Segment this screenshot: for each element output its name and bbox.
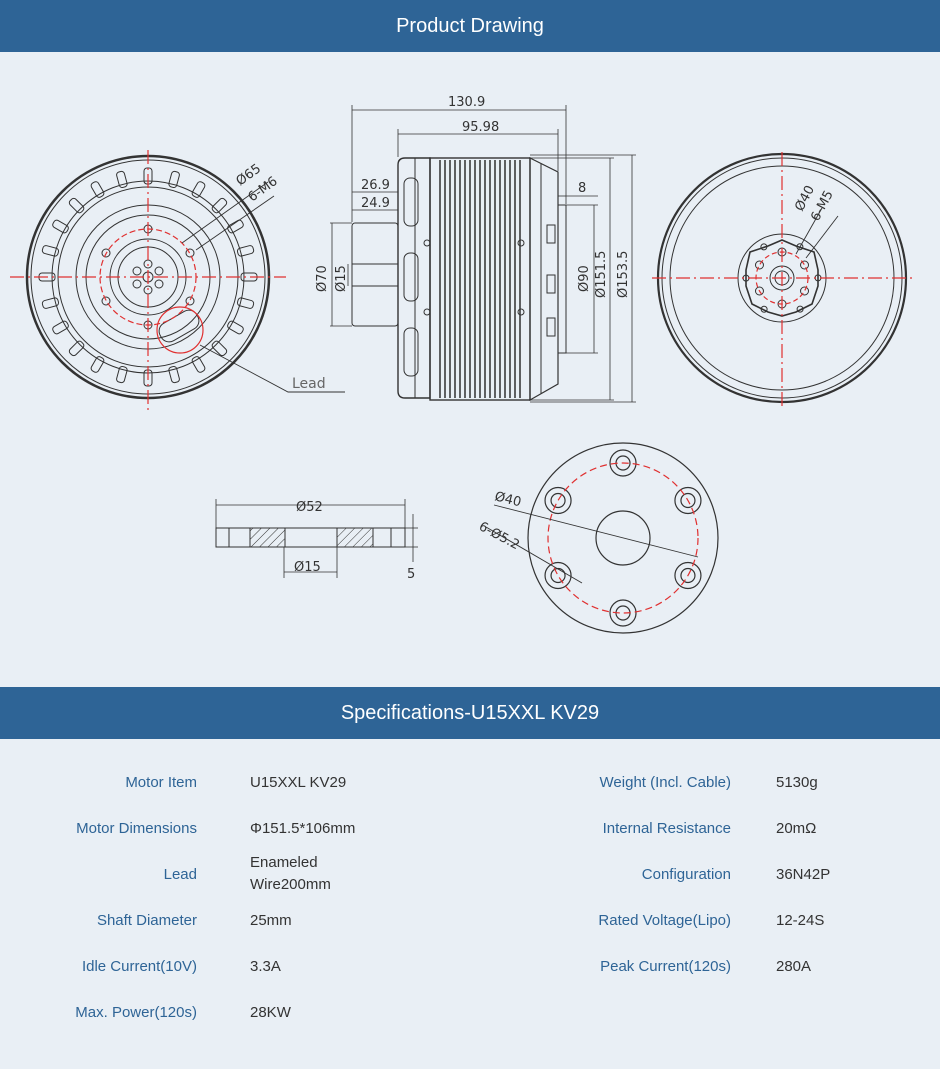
vent-slot — [211, 197, 228, 214]
spec-value-idle-current: 3.3A — [250, 958, 281, 975]
side-dim-90: Ø90 — [577, 265, 592, 292]
washer-dim-15: Ø15 — [294, 560, 321, 575]
vent-slot — [90, 356, 105, 373]
spec-label-configuration: Configuration — [641, 866, 731, 883]
washer-dim-5: 5 — [407, 567, 415, 582]
outer-hole — [796, 243, 804, 251]
spec-value-shaft-diameter: 25mm — [250, 912, 292, 929]
vent-slot — [116, 170, 128, 189]
lead-label: Lead — [292, 376, 326, 392]
flange-view-red — [547, 462, 699, 614]
spec-label-motor-item: Motor Item — [125, 774, 197, 791]
spec-label-lead: Lead — [163, 866, 197, 883]
outer-hole — [760, 243, 768, 251]
vent-slot — [227, 219, 244, 234]
vent-slot — [236, 245, 255, 257]
flange-hole-outer — [609, 449, 637, 477]
mount-hole — [754, 260, 764, 270]
vent-slot — [168, 170, 180, 189]
vent-slot — [52, 219, 69, 234]
spec-value-internal-resistance: 20mΩ — [776, 820, 817, 837]
flange-view — [527, 442, 719, 634]
flange-hole-inner — [550, 492, 566, 509]
vent-slot — [116, 365, 128, 384]
flange-dim-6-5-2: 6-Ø5.2 — [476, 519, 522, 553]
spec-value-peak-current: 280A — [776, 958, 812, 975]
flange-hole-inner — [680, 567, 696, 584]
vent-slot — [227, 320, 244, 335]
mount-hole — [800, 260, 810, 270]
side-dim-153-5: Ø153.5 — [616, 251, 631, 298]
spec-value-configuration: 36N42P — [776, 866, 831, 883]
spec-label-max-power: Max. Power(120s) — [75, 1004, 197, 1021]
spec-value-lead: Enameled Wire200mm — [250, 852, 331, 896]
side-dim-8: 8 — [578, 181, 586, 196]
side-dim-151-5: Ø151.5 — [594, 251, 609, 298]
side-dim-26-9: 26.9 — [361, 178, 390, 193]
side-dim-15: Ø15 — [334, 265, 349, 292]
spec-label-shaft-diameter: Shaft Diameter — [96, 912, 197, 929]
vent-slot — [41, 245, 60, 257]
flange-hole-outer — [544, 486, 572, 515]
product-drawing: Ø65 6-M6 Lead — [10, 95, 912, 634]
vent-slot — [236, 297, 255, 309]
flange-hole-outer — [544, 561, 572, 590]
back-view-red — [652, 152, 912, 410]
flange-hole-outer — [609, 599, 637, 627]
vent-slot — [211, 340, 228, 357]
spec-value-motor-item: U15XXL KV29 — [250, 774, 347, 791]
vent-slot — [168, 365, 180, 384]
mount-hole — [754, 286, 764, 296]
spec-value-max-power: 28KW — [250, 1004, 291, 1021]
product-drawing-header: Product Drawing — [0, 0, 940, 52]
washer-dim-52: Ø52 — [296, 500, 323, 515]
mount-hole — [800, 286, 810, 296]
flange-hole-outer — [674, 561, 702, 590]
vent-slot — [68, 197, 85, 214]
spec-label-peak-current: Peak Current(120s) — [600, 958, 731, 975]
side-view-dimensions — [330, 105, 636, 403]
vent-slot — [191, 356, 206, 373]
side-dim-130-9: 130.9 — [448, 95, 485, 110]
flange-hole-outer — [674, 486, 702, 515]
spec-label-internal-resistance: Internal Resistance — [602, 820, 731, 837]
specifications-header: Specifications-U15XXL KV29 — [0, 687, 940, 739]
flange-hole-inner — [550, 567, 566, 584]
vent-slot — [191, 181, 206, 198]
spec-value-weight: 5130g — [776, 774, 818, 791]
side-dim-95-98: 95.98 — [462, 120, 499, 135]
spec-label-rated-voltage: Rated Voltage(Lipo) — [598, 912, 731, 929]
side-dim-24-9: 24.9 — [361, 196, 390, 211]
spec-value-motor-dimensions: Φ151.5*106mm — [250, 820, 356, 837]
spec-value-lead-line-1: Enameled — [250, 854, 318, 871]
flange-dim-40: Ø40 — [493, 489, 523, 510]
spec-label-weight: Weight (Incl. Cable) — [599, 774, 731, 791]
side-dim-70: Ø70 — [315, 265, 330, 292]
spec-label-idle-current: Idle Current(10V) — [81, 958, 197, 975]
spec-value-rated-voltage: 12-24S — [776, 912, 825, 929]
vent-slot — [52, 320, 69, 335]
vent-slot — [90, 181, 105, 198]
product-drawing-title: Product Drawing — [396, 14, 544, 37]
vent-slot — [68, 340, 85, 357]
spec-label-motor-dimensions: Motor Dimensions — [76, 820, 197, 837]
flange-hole-inner — [680, 492, 696, 509]
specifications-title: Specifications-U15XXL KV29 — [340, 701, 600, 724]
outer-hole — [760, 305, 768, 313]
spec-value-lead-line-2: Wire200mm — [250, 876, 331, 893]
outer-hole — [796, 305, 804, 313]
side-view — [351, 157, 567, 402]
front-view-red — [10, 150, 286, 412]
vent-slot — [41, 297, 60, 309]
washer-view — [215, 527, 406, 548]
front-view-leaders — [181, 181, 345, 393]
